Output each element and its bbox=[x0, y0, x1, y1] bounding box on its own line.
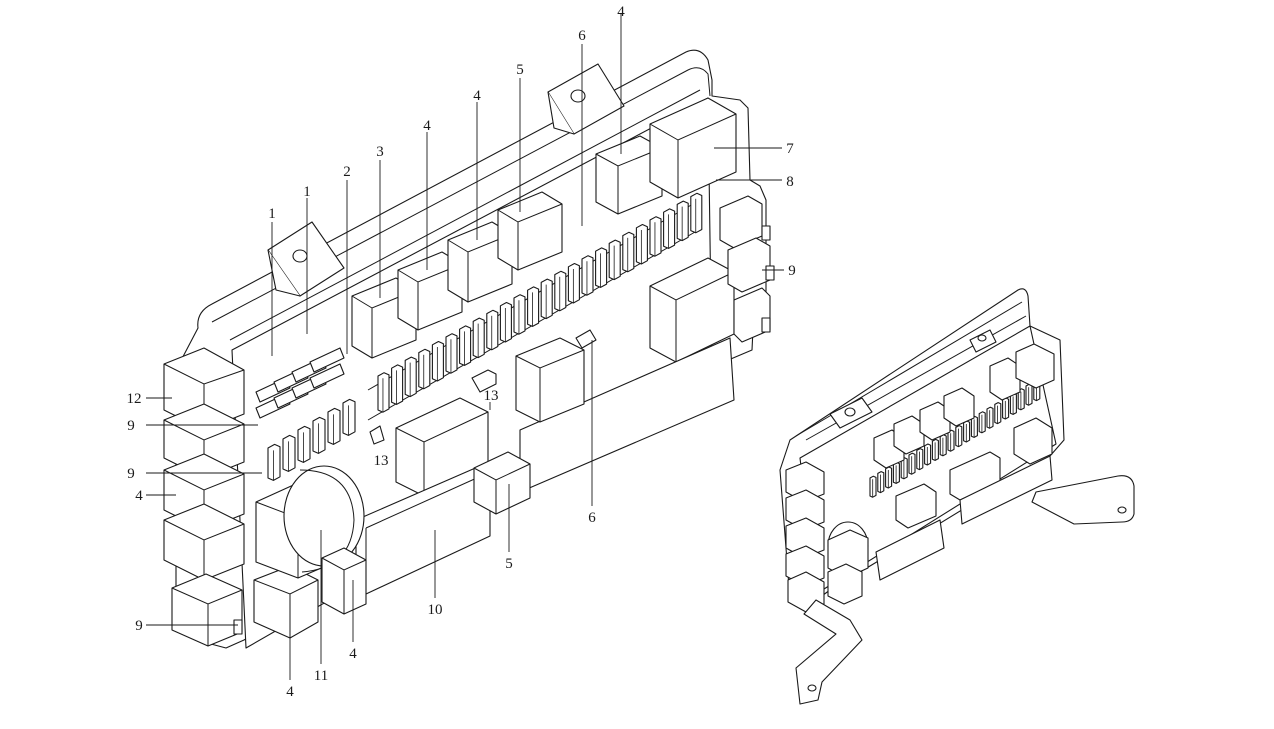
secondary-assembly bbox=[779, 288, 1135, 705]
callout-2: 2 bbox=[343, 164, 351, 180]
fuse bbox=[608, 239, 621, 281]
callout-9b: 9 bbox=[127, 418, 135, 434]
fuse bbox=[282, 434, 296, 472]
fuse-strip-lower bbox=[267, 398, 356, 481]
main-assembly bbox=[163, 49, 775, 649]
fuse bbox=[581, 255, 594, 296]
fuse bbox=[472, 317, 485, 359]
callout-4d: 4 bbox=[135, 488, 143, 504]
callout-labels: 1 1 2 3 4 4 4 5 6 7 8 9 12 9 9 4 13 13 6… bbox=[127, 4, 796, 700]
fuse bbox=[622, 231, 635, 273]
fuse bbox=[690, 192, 703, 234]
callout-13a: 13 bbox=[484, 388, 499, 404]
mounting-foot-right bbox=[1031, 475, 1135, 525]
fuse bbox=[391, 364, 404, 405]
fuse bbox=[499, 301, 512, 343]
callout-4f: 4 bbox=[286, 684, 294, 700]
connector-9-bottom bbox=[171, 573, 243, 647]
relay-left-2 bbox=[163, 403, 245, 479]
callout-9d: 9 bbox=[135, 618, 143, 634]
fuse bbox=[676, 200, 689, 242]
mounting-bracket-left bbox=[267, 221, 345, 297]
callout-12: 12 bbox=[127, 391, 142, 407]
callout-7: 7 bbox=[786, 141, 794, 157]
clips-13 bbox=[369, 329, 597, 445]
fuse-strip-upper bbox=[377, 192, 703, 413]
callout-1b: 1 bbox=[303, 184, 311, 200]
callout-1a: 1 bbox=[268, 206, 276, 222]
callout-4a: 4 bbox=[423, 118, 431, 134]
callout-8: 8 bbox=[786, 174, 794, 190]
fuse bbox=[513, 294, 526, 335]
fuse bbox=[342, 398, 356, 436]
fuse bbox=[431, 340, 444, 382]
callout-6b: 6 bbox=[588, 510, 596, 526]
fuse-strip-left bbox=[255, 347, 345, 419]
fuse bbox=[486, 309, 499, 351]
fuse bbox=[312, 416, 326, 454]
callout-10: 10 bbox=[428, 602, 443, 618]
fuse-pair bbox=[309, 347, 345, 373]
relay-4b bbox=[447, 221, 513, 303]
fuse bbox=[595, 247, 608, 288]
connectors-right-side bbox=[719, 195, 775, 343]
callout-4c: 4 bbox=[617, 4, 625, 20]
fuse bbox=[267, 443, 281, 481]
callout-3: 3 bbox=[376, 144, 384, 160]
fuse bbox=[404, 356, 417, 398]
secondary-fuse-strip bbox=[869, 379, 1041, 498]
fuse bbox=[527, 286, 540, 327]
mounting-foot-left bbox=[795, 599, 863, 705]
relay-bottom-4b bbox=[321, 547, 367, 615]
callout-5a: 5 bbox=[516, 62, 524, 78]
fuse bbox=[635, 223, 648, 265]
relay-5-lower bbox=[473, 451, 531, 515]
mounting-bracket-right bbox=[547, 63, 625, 135]
fuse bbox=[297, 425, 311, 463]
callout-4e: 4 bbox=[349, 646, 357, 662]
relay-4-top-right bbox=[595, 135, 663, 215]
relay-5-top bbox=[497, 191, 563, 271]
callout-4b: 4 bbox=[473, 88, 481, 104]
relay-4a bbox=[397, 251, 463, 331]
fuse bbox=[327, 407, 341, 445]
fuse bbox=[540, 278, 553, 320]
callout-9a: 9 bbox=[788, 263, 796, 279]
fuse bbox=[649, 216, 662, 257]
leader-lines bbox=[146, 14, 784, 680]
callout-11: 11 bbox=[314, 668, 328, 684]
relay-6-lower bbox=[515, 337, 585, 423]
callout-9c: 9 bbox=[127, 466, 135, 482]
fuse bbox=[377, 372, 390, 413]
callout-6a: 6 bbox=[578, 28, 586, 44]
relay-left-4 bbox=[163, 503, 245, 581]
relay-11 bbox=[255, 465, 365, 579]
fuse bbox=[418, 348, 431, 390]
fuse bbox=[567, 262, 580, 304]
fuse bbox=[663, 208, 676, 249]
callout-13b: 13 bbox=[374, 453, 389, 469]
relay-7 bbox=[649, 97, 737, 199]
fuse bbox=[554, 270, 567, 312]
callout-5b: 5 bbox=[505, 556, 513, 572]
fuse bbox=[459, 325, 472, 366]
fuse bbox=[445, 333, 458, 374]
